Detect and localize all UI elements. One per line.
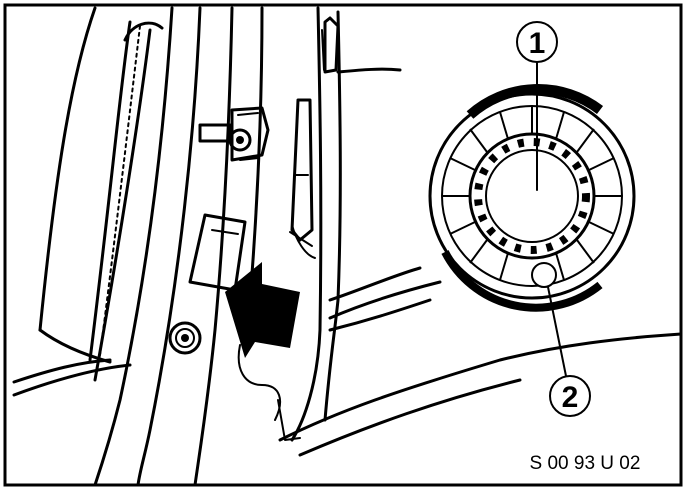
- reference-code: S 00 93 U 02: [529, 453, 641, 474]
- indicator-arrow: [225, 262, 300, 358]
- callout-1: 1: [516, 21, 558, 191]
- door-striker: [198, 106, 270, 162]
- door-check-strap: [289, 98, 316, 259]
- wire-harness: [237, 344, 301, 441]
- pillar-grommet: [168, 321, 202, 355]
- callout-2: 2: [547, 286, 591, 417]
- detail-inset: [428, 84, 636, 312]
- drain-plug-marker: [531, 262, 557, 288]
- callout-1-label: 1: [529, 27, 546, 60]
- door-frame-left: [12, 6, 202, 487]
- pillar-plate: [188, 213, 247, 292]
- diagram-frame: [3, 3, 683, 487]
- ring-segments: [442, 106, 622, 281]
- door-sill: [278, 67, 683, 457]
- b-pillar: [193, 6, 342, 487]
- callout-2-label: 2: [562, 381, 579, 414]
